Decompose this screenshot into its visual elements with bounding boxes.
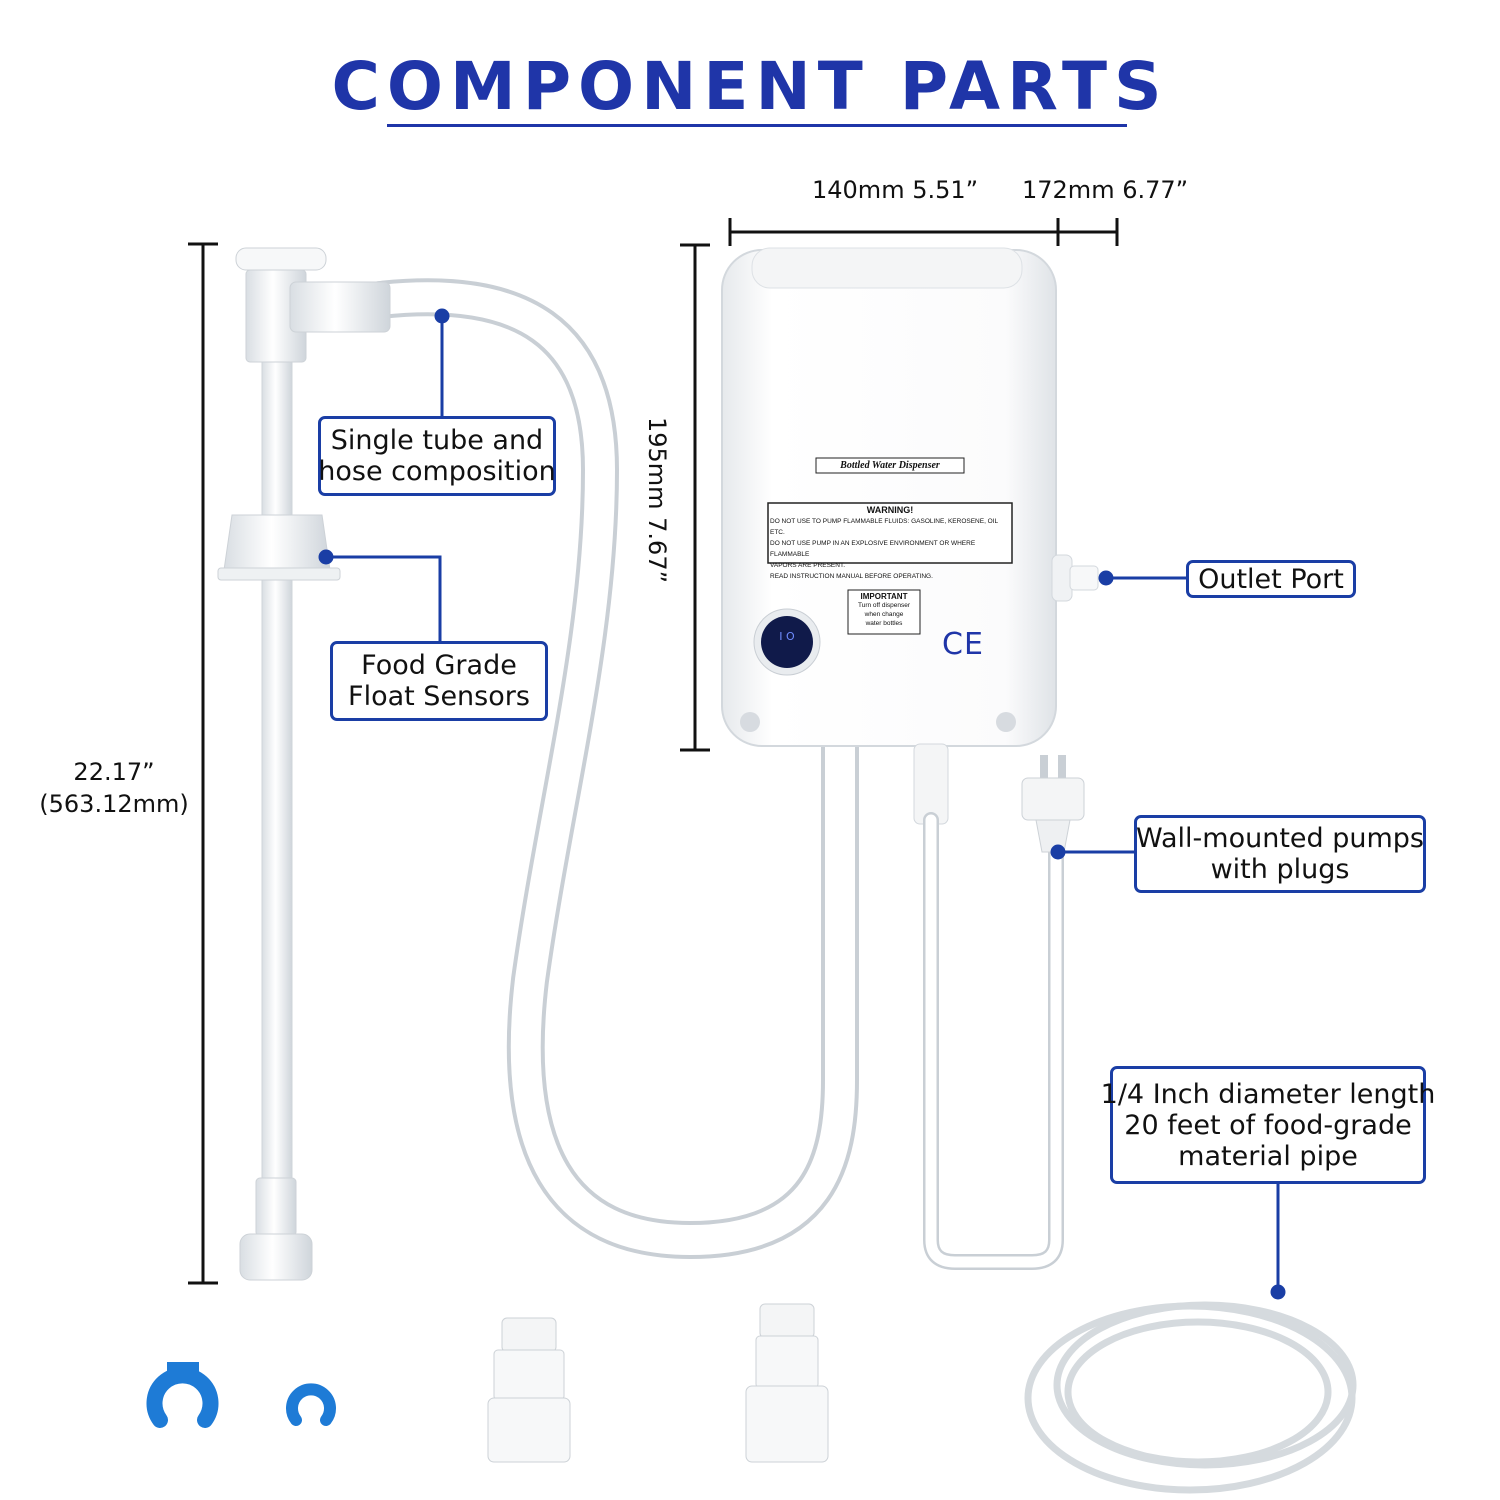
dimension-tube-length: 22.17” (563.12mm) <box>34 756 194 820</box>
callout-line: material pipe <box>1178 1140 1358 1172</box>
callout-line: 20 feet of food-grade <box>1124 1109 1412 1141</box>
callout-line: Wall-mounted pumps <box>1136 823 1424 854</box>
dimension-depth-label: 172mm 6.77” <box>1022 176 1189 204</box>
warning-line: VAPORS ARE PRESENT. <box>770 562 846 569</box>
callout-float-sensors: Food Grade Float Sensors <box>330 641 548 721</box>
power-cord-illustration <box>923 755 1085 1270</box>
blue-clips-illustration <box>146 1362 336 1428</box>
leader-lines <box>318 308 1286 1300</box>
important-line: water bottles <box>865 620 903 627</box>
callout-line: Float Sensors <box>348 681 530 712</box>
warning-title: WARNING! <box>866 505 914 515</box>
ce-mark: CE <box>942 627 984 662</box>
coiled-pipe-illustration <box>1024 1301 1357 1494</box>
dimension-width-label: 140mm 5.51” <box>812 176 979 204</box>
tube-length-inch: 22.17” <box>73 758 155 786</box>
callout-food-grade-pipe: 1/4 Inch diameter length 20 feet of food… <box>1101 1066 1435 1184</box>
callout-outlet-port: Outlet Port <box>1186 560 1356 598</box>
dimension-lines <box>188 218 1119 1285</box>
pump-body-illustration <box>721 247 1099 825</box>
intake-tube-illustration <box>217 247 391 1281</box>
important-title: IMPORTANT <box>860 592 908 601</box>
callout-line: 1/4 Inch diameter length <box>1100 1078 1436 1110</box>
warning-line: READ INSTRUCTION MANUAL BEFORE OPERATING… <box>770 573 933 580</box>
title-underline <box>387 124 1127 127</box>
callout-line: Outlet Port <box>1198 563 1344 595</box>
callout-line: with plugs <box>1210 854 1350 885</box>
callout-line: Single tube and <box>330 425 544 456</box>
hose-illustration <box>361 278 859 1260</box>
page-title: COMPONENT PARTS <box>331 48 1169 125</box>
fittings-illustration <box>487 1303 829 1463</box>
warning-line: DO NOT USE PUMP IN AN EXPLOSIVE ENVIRONM… <box>770 540 976 558</box>
important-line: Turn off dispenser <box>857 602 911 609</box>
dimension-height-label: 195mm 7.67” <box>643 416 671 584</box>
important-line: when change <box>864 611 904 618</box>
tube-length-mm: (563.12mm) <box>39 790 189 818</box>
callout-tube-and-hose: Single tube and hose composition <box>318 416 556 496</box>
callout-line: hose composition <box>318 456 556 487</box>
brand-plate: Bottled Water Dispenser <box>840 460 940 471</box>
important-label: IMPORTANT Turn off dispenser when change… <box>848 592 920 628</box>
power-switch-icon: I O <box>779 630 795 643</box>
warning-label: WARNING! DO NOT USE TO PUMP FLAMMABLE FL… <box>770 505 1010 582</box>
callout-wall-mounted-plugs: Wall-mounted pumps with plugs <box>1134 815 1426 893</box>
callout-line: Food Grade <box>361 650 517 681</box>
warning-line: DO NOT USE TO PUMP FLAMMABLE FLUIDS: GAS… <box>770 518 998 536</box>
